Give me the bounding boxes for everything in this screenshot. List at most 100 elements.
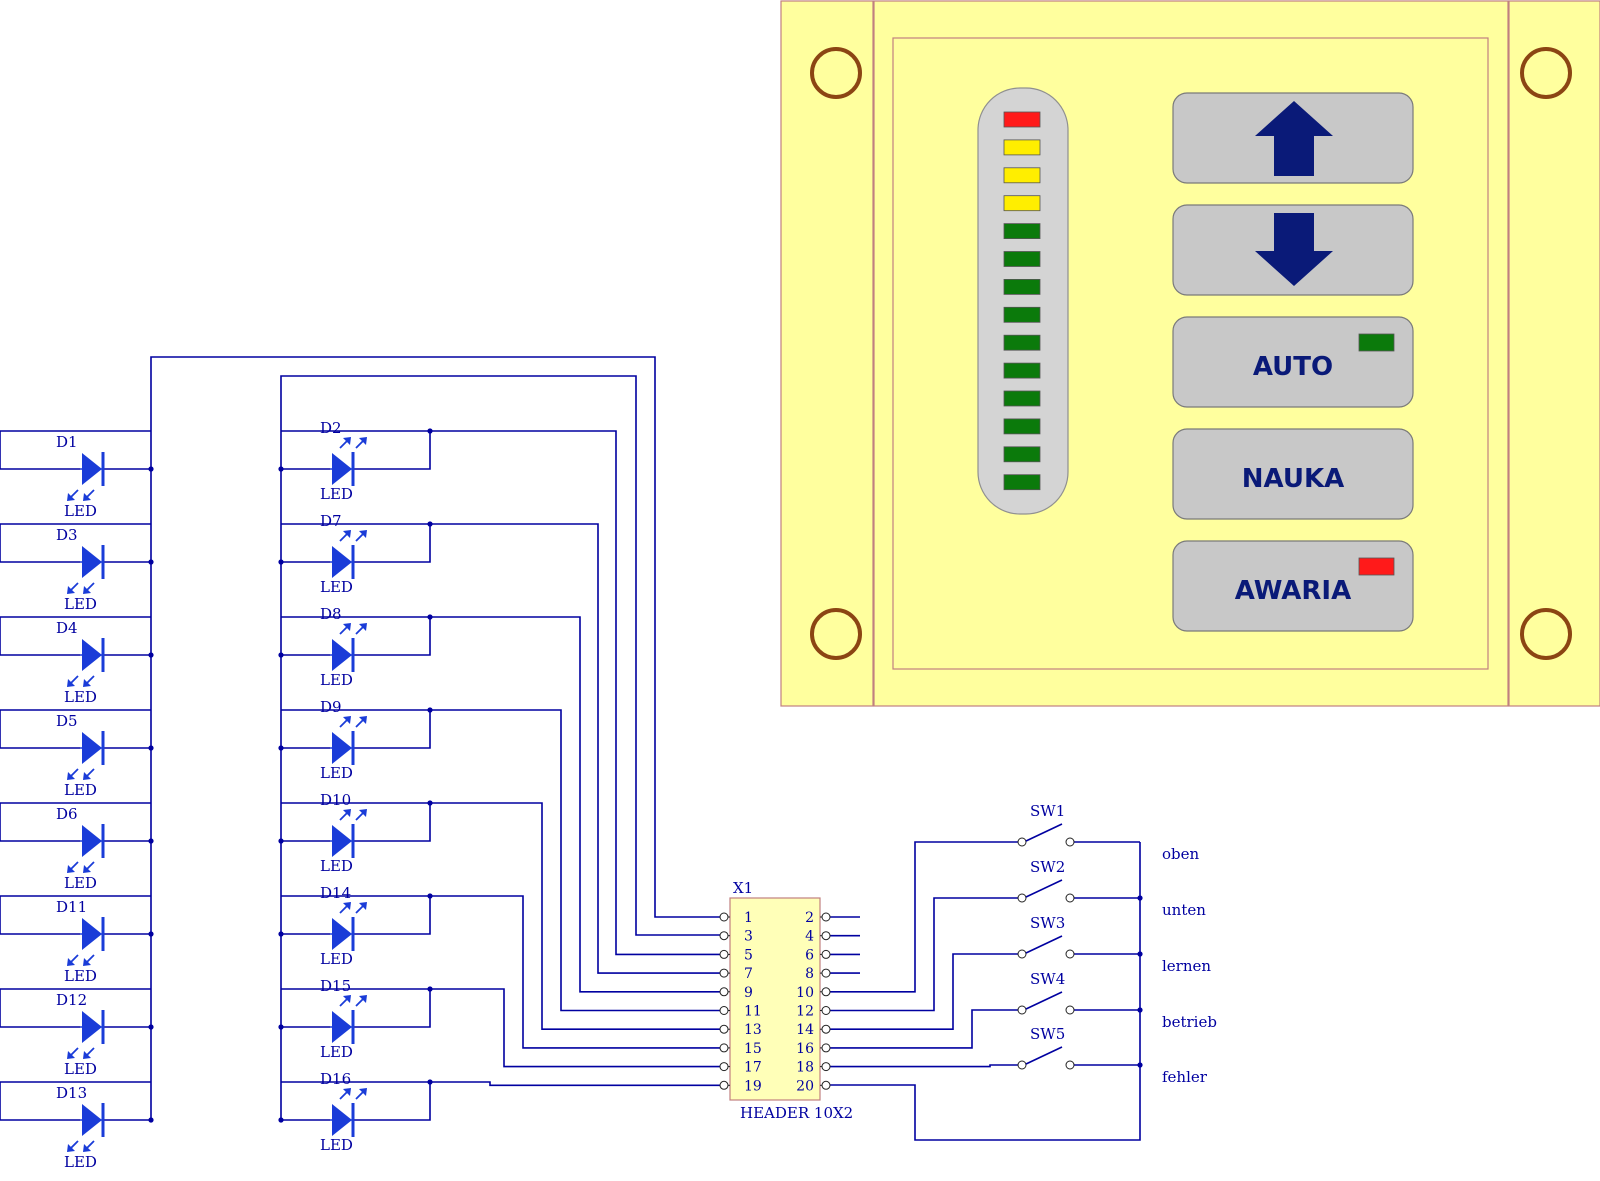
awaria-button-label: AWARIA [1235,576,1351,606]
led-ref-label: D2 [320,419,342,437]
pin-terminal [719,1043,729,1053]
auto-button-label: AUTO [1253,352,1333,382]
diode-triangle [332,1104,352,1136]
arrowhead-icon [359,1088,367,1096]
led-value-label: LED [320,950,353,968]
switch-signal-label: fehler [1162,1068,1208,1086]
down-button[interactable] [1172,204,1414,296]
junction-dot [278,559,284,565]
switch-signal-label: oben [1162,845,1200,863]
pin-terminal [1065,893,1075,903]
mounting-hole-top-left [810,47,862,99]
switch-ref-label: SW4 [1030,970,1065,988]
switch-feed-wire [830,841,1018,993]
junction-dot [148,652,154,658]
led-ref-label: D11 [56,898,87,916]
junction-dot [427,893,433,899]
bargraph-segment-green [1003,446,1041,463]
diode-triangle [82,639,102,671]
diode-triangle [82,546,102,578]
junction-dot [427,986,433,992]
pin-number-right: 12 [796,1004,814,1020]
pin-terminal [719,912,729,922]
auto-button[interactable]: AUTO [1172,316,1414,408]
diode-triangle [82,453,102,485]
arrowhead-icon [83,1144,91,1152]
junction-dot [148,1117,154,1123]
wire [0,710,80,749]
bargraph-segment-green [1003,362,1041,379]
diode-triangle [332,639,352,671]
pin-terminal [821,949,831,959]
bargraph-segment-green [1003,251,1041,267]
pin-terminal [821,1006,831,1015]
nauka-button[interactable]: NAUKA [1172,428,1414,520]
switch-contact-lever [1025,879,1063,898]
junction-dot [427,800,433,806]
arrowhead-icon [343,1088,351,1096]
led-value-label: LED [64,874,97,892]
awaria-button-face [1172,540,1414,632]
pin-terminal [821,968,831,978]
junction-dot [148,931,154,937]
junction-dot [278,838,284,844]
junction-dot [278,466,284,472]
auto-indicator-led [1358,333,1395,352]
arrowhead-icon [67,493,75,501]
diode-triangle [332,453,352,485]
mounting-hole-top-right [1520,47,1572,99]
arrowhead-icon [83,772,91,780]
bargraph-segment-green [1003,306,1041,323]
diode-triangle [332,918,352,950]
auto-button-face [1172,316,1414,408]
junction-dot [278,931,284,937]
header-body [729,897,821,1101]
wire [281,895,727,1049]
pin-number-right: 14 [796,1022,814,1038]
wire [0,803,80,842]
led-value-label: LED [320,1136,353,1154]
pin-number-left: 9 [744,985,753,1001]
arrowhead-icon [83,586,91,594]
junction-dot [278,1024,284,1030]
arrowhead-icon [83,1051,91,1059]
pin-terminal [1017,837,1027,847]
pin-number-left: 1 [744,910,753,926]
pin-number-left: 15 [744,1041,762,1057]
led-ref-label: D4 [56,619,78,637]
wire [281,802,727,1030]
arrowhead-icon [359,437,367,445]
led-value-label: LED [320,1043,353,1061]
arrow-up-icon [1255,101,1333,176]
wire [281,430,727,956]
pin-number-right: 2 [805,910,814,926]
switch-signal-label: unten [1162,901,1206,919]
wires [0,356,1143,1141]
awaria-button[interactable]: AWARIA [1172,540,1414,632]
led-value-label: LED [64,595,97,613]
arrowhead-icon [359,995,367,1003]
led-ref-label: D15 [320,977,351,995]
arrowhead-icon [343,530,351,538]
wire [352,989,431,1028]
up-button[interactable] [1172,92,1414,184]
switch-ref-label: SW1 [1030,802,1065,820]
wire [352,431,431,470]
panel-inner-frame [892,37,1489,670]
junction-dot [427,521,433,527]
led-array: D1LEDD2LEDD3LEDD7LEDD4LEDD8LEDD5LEDD9LED… [56,419,367,1171]
pin-terminal [719,1080,729,1090]
led-ref-label: D16 [320,1070,351,1088]
diode-triangle [82,1104,102,1136]
bargraph [1003,111,1041,491]
